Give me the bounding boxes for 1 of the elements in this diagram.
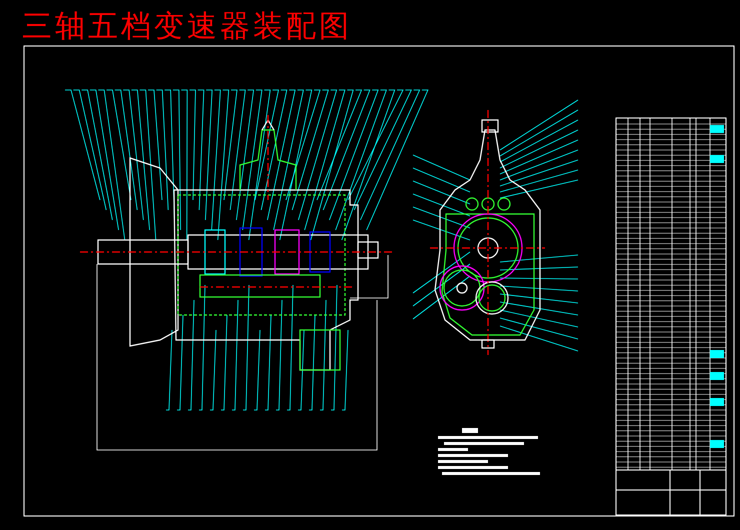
drawing-title: 三轴五档变速器装配图: [22, 8, 352, 46]
